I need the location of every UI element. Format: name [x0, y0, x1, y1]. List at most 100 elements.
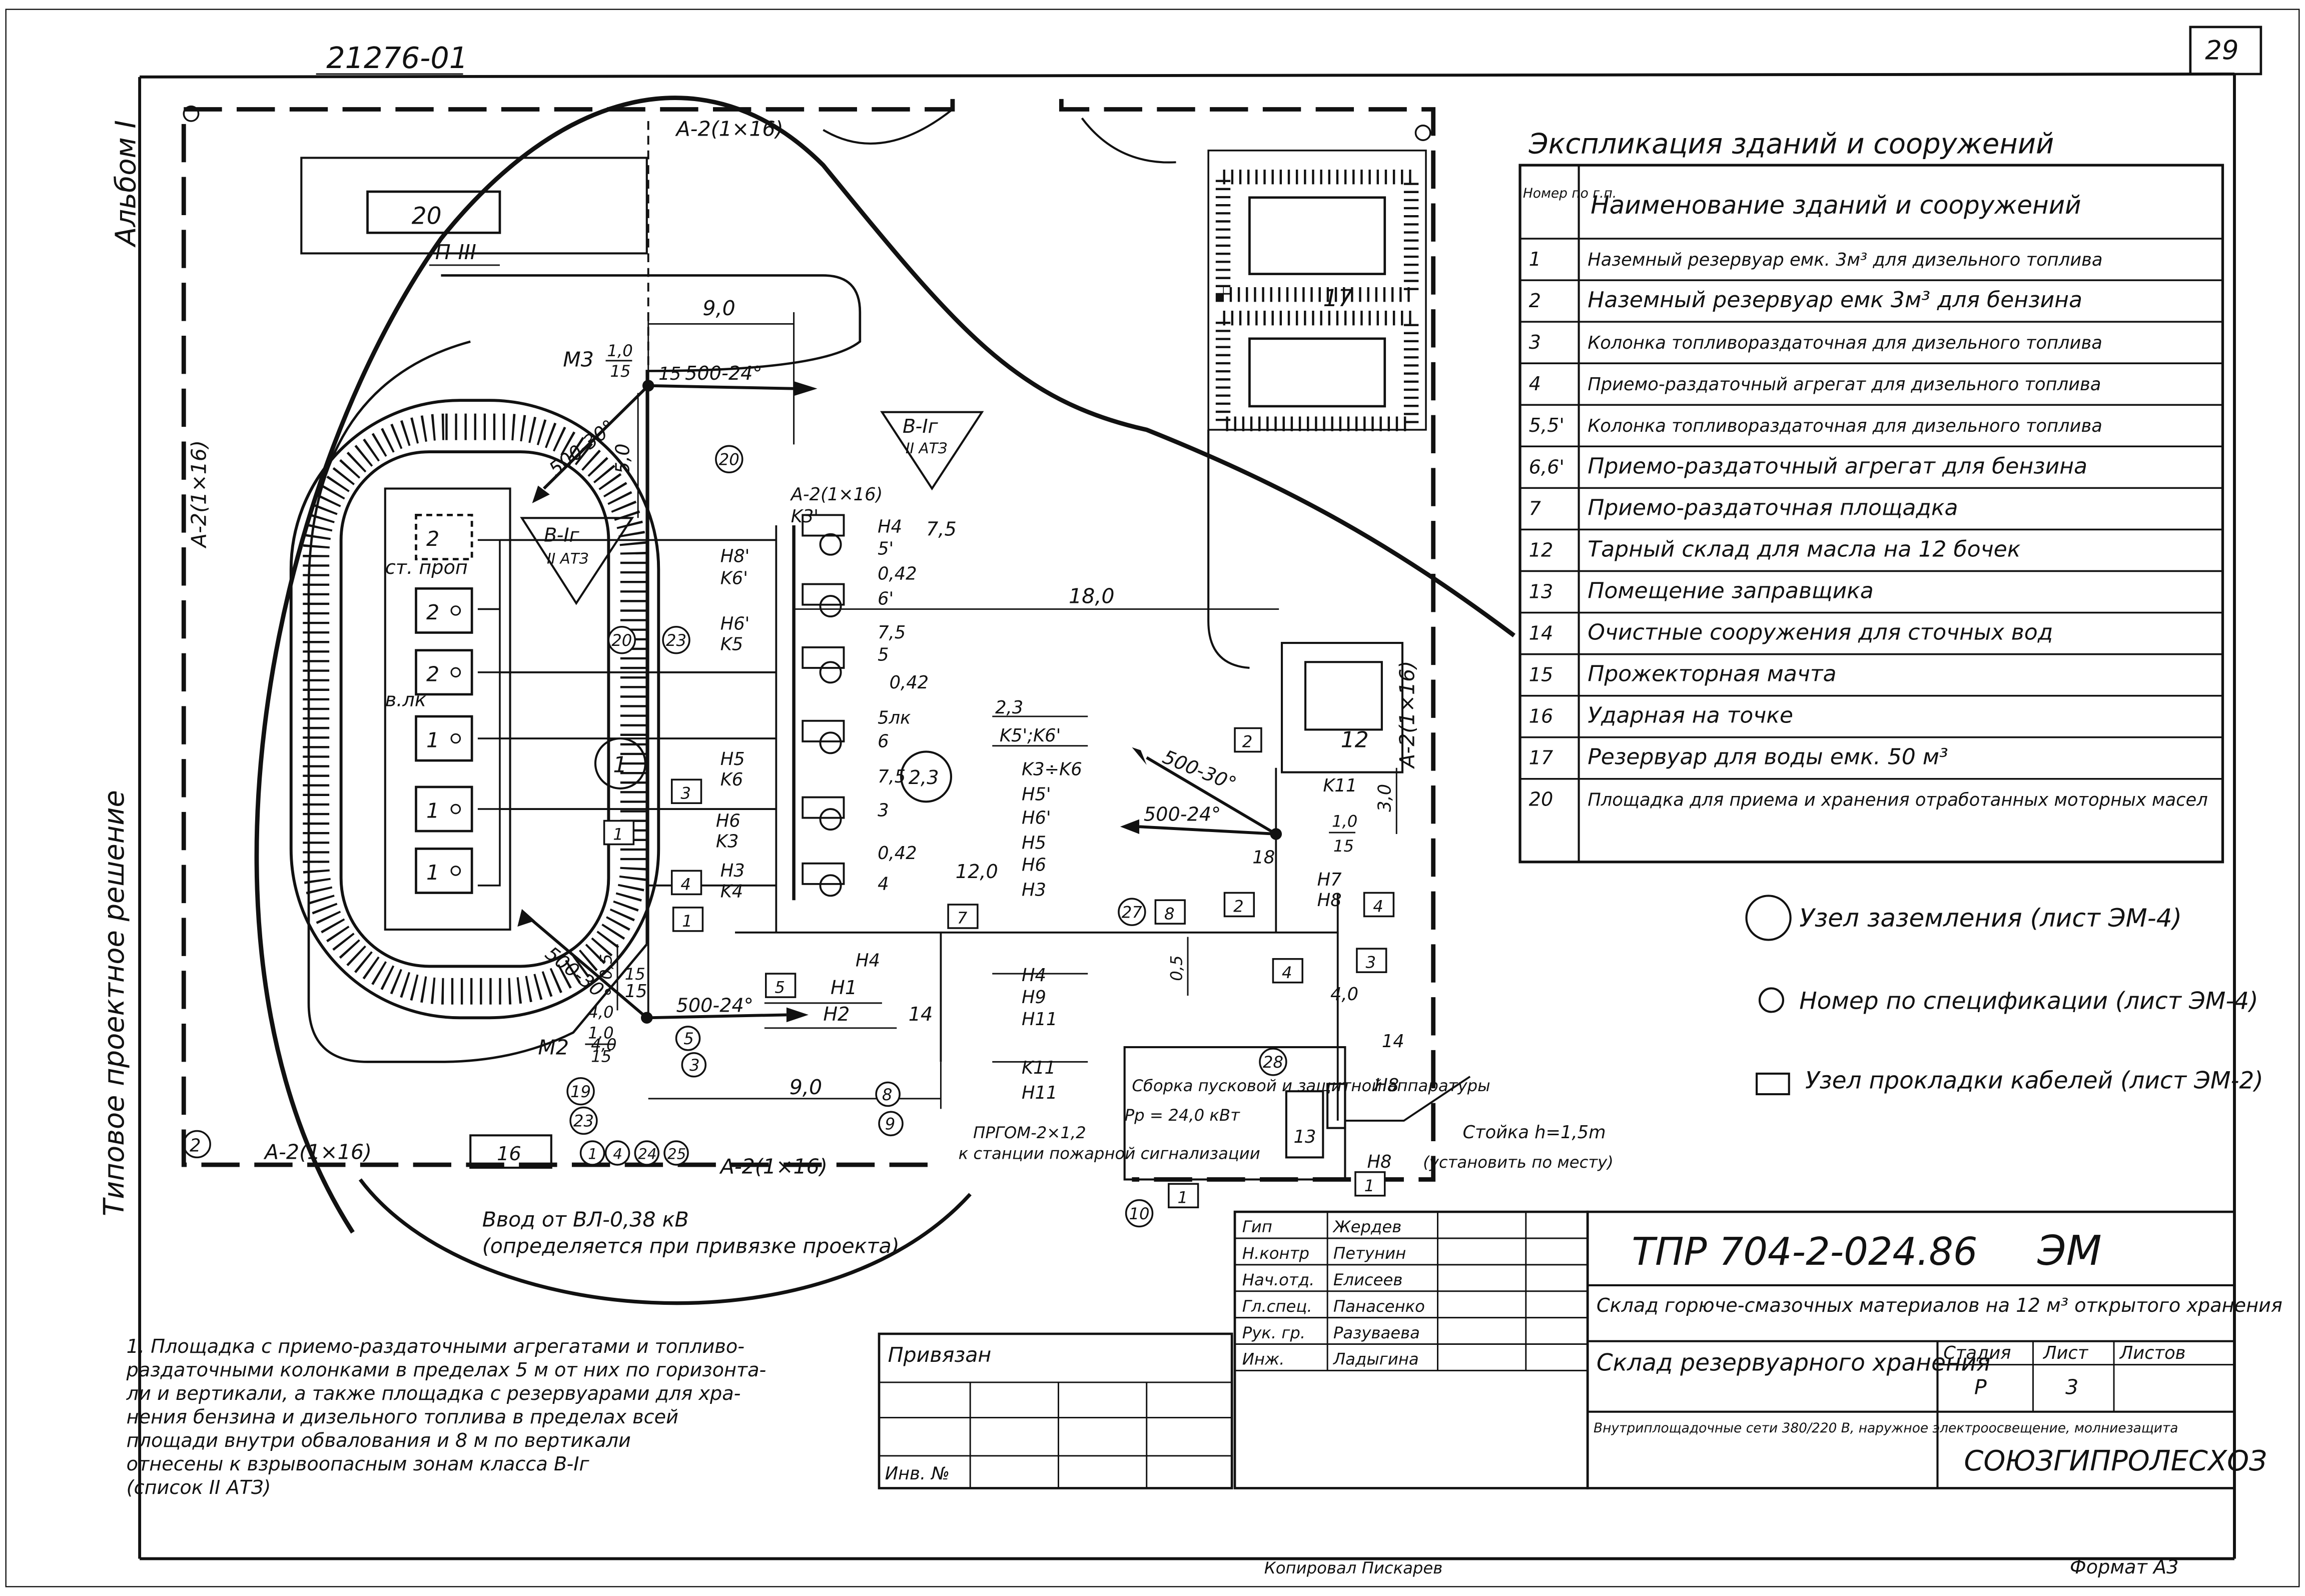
grounding-node-1: 1: [594, 737, 646, 789]
note-line-3: ли и вертикали, а также площадка с резер…: [126, 1383, 741, 1405]
mast-m3-num: 15: [658, 364, 681, 384]
tag-h2: H8: [1367, 1152, 1391, 1172]
tank-1-c-box: [415, 848, 473, 894]
mast-m3-h: 1,0: [607, 341, 632, 360]
explication-row-name: Колонка топливораздаточная для дизельног…: [1588, 333, 2102, 353]
explication-title: Экспликация зданий и сооружений: [1528, 128, 2054, 161]
signature-role: Гл.спец.: [1242, 1297, 1312, 1316]
signature-name: Петунин: [1333, 1244, 1406, 1263]
reservoir-17-b-hatch: [1215, 311, 1419, 431]
sched-h6p: H5': [1022, 784, 1051, 805]
node-20-left-label: 20: [611, 631, 632, 650]
note-line-5: площади внутри обвалования и 8 м по верт…: [127, 1430, 631, 1452]
node-25-label: 25: [667, 1145, 686, 1162]
signature-name: Жердев: [1332, 1217, 1401, 1236]
title-block: [878, 1210, 2236, 1489]
dim-9-top: 9,0: [702, 296, 735, 320]
legend-cable-symbol: [1756, 1072, 1790, 1096]
node-10: [1125, 1199, 1154, 1228]
inner-frame-top: [140, 73, 2234, 79]
explication-row-name: Колонка топливораздаточная для дизельног…: [1588, 416, 2102, 436]
route-box-4-label: 4: [680, 875, 691, 894]
node-25: [663, 1140, 689, 1166]
signature-role: Нач.отд.: [1242, 1270, 1315, 1289]
mast-18-beam-b-line: [1139, 825, 1276, 836]
explication-row-number: 1: [1529, 249, 1541, 271]
route-boxes: [603, 727, 1395, 1209]
tank-berm: [289, 399, 660, 1020]
dispenser-values: H4 5' 0,42 6' 7,5 5 0,42 5лк 6 7,5 3 0,4…: [878, 517, 957, 895]
dim-05: 0,5: [596, 954, 615, 979]
tag-k4: H3: [720, 861, 745, 881]
site-boundary: [181, 99, 1436, 1182]
tag-k3p: A-2(1×16): [790, 484, 883, 505]
explication-border: [1518, 164, 2224, 864]
grounding-node-sw-label: 2: [190, 1136, 201, 1156]
berm-inner: [339, 450, 610, 968]
dispenser-6p: [819, 595, 842, 618]
mast-m3-beam-a-arrow: [794, 381, 818, 396]
route-box-1-label: 1: [682, 912, 692, 931]
node-20-left: [607, 625, 636, 654]
tank-2-c-label: 2: [426, 662, 439, 686]
tag-h1: H8: [1374, 1075, 1399, 1096]
tank-feed-lines: [477, 539, 501, 887]
explication-row-name: Очистные сооружения для сточных вод: [1588, 619, 2053, 645]
fire-alarm-caption: Pp = 24,0 кВт: [1125, 1106, 1240, 1125]
grounding-node-sw-circle: [183, 1130, 211, 1159]
signature-role: Инж.: [1242, 1350, 1285, 1369]
node-4-b: [604, 1140, 630, 1166]
route-box-1-s-label: 1: [1177, 1188, 1188, 1207]
post-caption: ПРГОМ-2×1,2: [973, 1123, 1086, 1142]
structure-12-outer: [1280, 641, 1404, 773]
dim-05b: 0,5: [1167, 955, 1186, 981]
explication-row-number: 13: [1529, 581, 1554, 603]
tag-h8p: K3': [791, 506, 819, 527]
fence-top-right: [1059, 99, 1436, 1182]
val-75-b: 6: [878, 731, 889, 752]
route-box-1-e: [1234, 727, 1262, 753]
reservoir-17-b: [1248, 337, 1386, 408]
val-042-a: 5': [878, 539, 894, 559]
node-23-label: 23: [666, 631, 686, 650]
paper-format: Формат А3: [2070, 1556, 2179, 1578]
sched-h6: H5: [1022, 833, 1046, 853]
val-75-a: 6': [878, 589, 894, 609]
node-23: [662, 625, 690, 654]
sched-h5p: K3÷K6: [1022, 759, 1082, 779]
tag-h9-bus: H4: [856, 950, 880, 971]
tank-pad: [384, 487, 511, 931]
route-box-3-e: [1356, 948, 1387, 973]
sched-h11: H9: [1022, 987, 1046, 1008]
tank-2-b: 2: [415, 587, 473, 634]
dispensers: [792, 514, 845, 901]
explication-row-name: Резервуар для воды емк. 50 м³: [1588, 744, 1948, 770]
berm-hatch: [303, 413, 647, 1005]
corner-marker-ne: [1414, 125, 1431, 141]
tag-k5: H6': [720, 614, 750, 634]
sched-k3-k6: K5';K6': [1000, 725, 1061, 746]
mast-m3-label: M3: [563, 348, 594, 372]
mast-m2-label: M2: [538, 1036, 569, 1060]
dim-4-c: H2: [823, 1004, 850, 1026]
val-6: 5лк: [878, 708, 911, 728]
stage-head-sheets: Листов: [2119, 1343, 2186, 1363]
cable-schedule: [992, 715, 1088, 1063]
tag-h6: K6: [720, 769, 743, 790]
node-9-label: 9: [885, 1115, 896, 1134]
explication-row-number: 14: [1529, 622, 1554, 644]
tag-k3: H6: [716, 811, 740, 831]
route-box-8: [1154, 899, 1186, 925]
node-28-label: 28: [1263, 1053, 1283, 1072]
general-note: 1. Площадка с приемо-раздаточными агрега…: [126, 1336, 766, 1499]
sheet-value: 3: [2065, 1375, 2078, 1399]
tag-k6: H5: [720, 749, 745, 769]
route-box-1-e-label: 2: [1242, 732, 1253, 751]
val-5p: H4: [878, 517, 902, 537]
cable-prgom: Сборка пусковой и защитной аппаратуры: [1132, 1076, 1490, 1095]
structure-12-inner: [1304, 661, 1383, 731]
tank-1-c-label: 1: [426, 861, 439, 885]
mast-18-beam-b-arrow: [1120, 819, 1140, 834]
tank-2-c: 2: [415, 649, 473, 696]
